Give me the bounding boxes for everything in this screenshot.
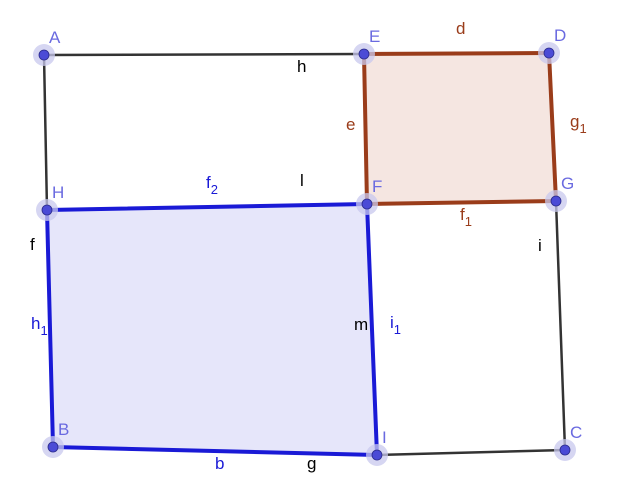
segment-f[interactable] bbox=[42, 53, 49, 212]
point-F[interactable]: F bbox=[356, 177, 382, 215]
segment-label: f2 bbox=[206, 173, 218, 197]
segment-label-text: d bbox=[456, 19, 465, 38]
segment-label-text: e bbox=[346, 115, 355, 134]
segment-label: i bbox=[538, 236, 542, 255]
segment-h1[interactable] bbox=[45, 208, 55, 449]
segment-label-text: h bbox=[297, 57, 306, 76]
point-I[interactable]: I bbox=[366, 428, 388, 466]
point-dot bbox=[38, 49, 50, 61]
polygons-layer bbox=[47, 53, 556, 455]
segments-layer bbox=[42, 51, 567, 457]
segment-label-subscript: 2 bbox=[211, 182, 218, 197]
segment-b[interactable] bbox=[51, 445, 379, 457]
point-label: A bbox=[49, 28, 61, 47]
point-dot bbox=[550, 195, 562, 207]
segment-label: g1 bbox=[570, 112, 587, 136]
segment-g[interactable] bbox=[375, 448, 567, 457]
point-B[interactable]: B bbox=[42, 420, 69, 458]
point-G[interactable]: G bbox=[545, 174, 574, 212]
point-H[interactable]: H bbox=[36, 183, 64, 221]
segment-label: g bbox=[307, 454, 316, 473]
point-label: H bbox=[52, 183, 64, 202]
segment-label-subscript: 1 bbox=[40, 323, 47, 338]
point-label: D bbox=[554, 26, 566, 45]
segment-i[interactable] bbox=[554, 199, 567, 452]
segment-label: m bbox=[354, 315, 368, 334]
segment-label: f1 bbox=[460, 205, 472, 229]
segment-label-subscript: 1 bbox=[465, 214, 472, 229]
segment-label-subscript: 1 bbox=[394, 322, 401, 337]
point-label: G bbox=[561, 174, 574, 193]
point-label: C bbox=[570, 423, 582, 442]
segment-e[interactable] bbox=[362, 52, 369, 206]
segment-label-subscript: 1 bbox=[579, 121, 586, 136]
segment-label: f bbox=[30, 235, 35, 254]
segment-label: h bbox=[297, 57, 306, 76]
blue-rectangle[interactable] bbox=[47, 204, 377, 455]
point-label: B bbox=[58, 420, 69, 439]
point-label: I bbox=[382, 428, 387, 447]
segment-label: b bbox=[215, 454, 224, 473]
point-dot bbox=[361, 198, 373, 210]
point-E[interactable]: E bbox=[353, 27, 380, 65]
segment-label: i1 bbox=[390, 313, 401, 337]
point-label: F bbox=[372, 177, 382, 196]
segment-d[interactable] bbox=[362, 51, 551, 56]
segment-i1[interactable] bbox=[365, 202, 379, 457]
segment-label: e bbox=[346, 115, 355, 134]
segment-label-text: b bbox=[215, 454, 224, 473]
segment-label-text: g bbox=[570, 112, 579, 131]
segment-label: h1 bbox=[31, 314, 48, 338]
point-dot bbox=[559, 444, 571, 456]
segment-label: l bbox=[300, 171, 304, 190]
segment-f2[interactable] bbox=[45, 202, 369, 212]
point-dot bbox=[41, 204, 53, 216]
segment-label-text: i bbox=[538, 236, 542, 255]
point-dot bbox=[358, 48, 370, 60]
segment-label-text: m bbox=[354, 315, 368, 334]
segment-label: d bbox=[456, 19, 465, 38]
point-C[interactable]: C bbox=[554, 423, 582, 461]
segment-label-text: g bbox=[307, 454, 316, 473]
point-D[interactable]: D bbox=[538, 26, 566, 64]
segment-label-text: i bbox=[390, 313, 394, 332]
segment-f1[interactable] bbox=[365, 199, 558, 206]
points-layer: A E D H F G B I C bbox=[33, 26, 582, 466]
point-dot bbox=[543, 47, 555, 59]
point-label: E bbox=[369, 27, 380, 46]
point-dot bbox=[47, 441, 59, 453]
point-A[interactable]: A bbox=[33, 28, 61, 66]
segment-h[interactable] bbox=[42, 52, 366, 57]
segment-label-text: f bbox=[30, 235, 35, 254]
segment-label-text: h bbox=[31, 314, 40, 333]
brown-square[interactable] bbox=[364, 53, 556, 204]
segment-label-text: f bbox=[460, 205, 465, 224]
segment-label-text: f bbox=[206, 173, 211, 192]
segment-g1[interactable] bbox=[547, 51, 558, 203]
point-dot bbox=[371, 449, 383, 461]
segment-label-text: l bbox=[300, 171, 304, 190]
